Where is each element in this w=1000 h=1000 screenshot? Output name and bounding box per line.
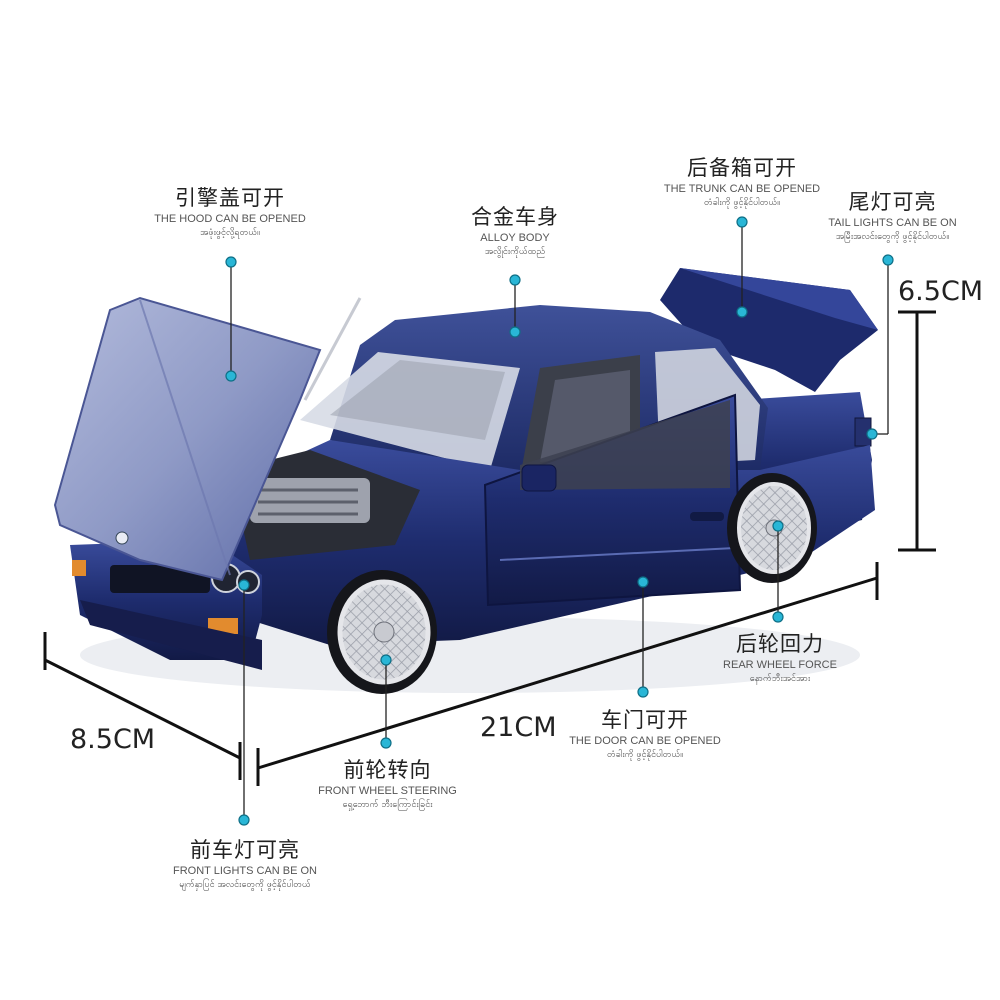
tail-lights-subtitle: TAIL LIGHTS CAN BE ON: [828, 217, 957, 230]
body-caption: အလွိုင်းကိုယ်ထည်: [484, 246, 546, 257]
door-title: 车门可开: [601, 708, 689, 732]
front-light-dot-end: [238, 814, 250, 826]
door-subtitle: THE DOOR CAN BE OPENED: [569, 735, 721, 748]
trunk-dot: [736, 216, 748, 228]
door-caption: တံခါးကို ဖွင့်နိုင်ပါတယ်။: [606, 749, 684, 760]
car-model: [53, 268, 878, 694]
front-wheel-title: 前轮转向: [343, 758, 432, 782]
door-callout: 车门可开 THE DOOR CAN BE OPENED တံခါးကို ဖွင…: [550, 708, 740, 760]
body-callout: 合金车身 ALLOY BODY အလွိုင်းကိုယ်ထည်: [435, 205, 595, 257]
tail-lights-title: 尾灯可亮: [848, 190, 937, 214]
door-dot: [637, 576, 649, 588]
front-wheel-subtitle: FRONT WHEEL STEERING: [318, 785, 457, 798]
hood-callout: 引擎盖可开 THE HOOD CAN BE OPENED အဖုံးဖွင့်လ…: [130, 186, 330, 238]
trunk-callout: 后备箱可开 THE TRUNK CAN BE OPENED တံခါးကို ဖ…: [652, 156, 832, 208]
leader-lines: [230, 222, 889, 820]
rear-wheel-title: 后轮回力: [736, 632, 824, 656]
hood-strut: [303, 297, 362, 401]
tail-dot-end: [866, 428, 878, 440]
front-wheel-dot: [380, 654, 392, 666]
door-handle: [690, 512, 724, 521]
tail-lights-caption: အမြီးအလင်းတွေကို ဖွင့်နိုင်ပါတယ်။: [835, 231, 950, 242]
width-line: [44, 658, 241, 760]
side-mirror: [521, 464, 557, 492]
open-hood: [53, 296, 322, 582]
body-dot: [509, 274, 521, 286]
rear-wheel-dot-end: [772, 611, 784, 623]
hood-title: 引擎盖可开: [175, 186, 285, 210]
body-dot-end: [509, 326, 521, 338]
dimension-lines: [43, 310, 936, 786]
rear-wheel-callout: 后轮回力 REAR WHEEL FORCE နောက်ဘီးအင်အား: [700, 632, 860, 684]
front-wheel-dot-end: [380, 737, 392, 749]
rear-wheel-dot: [772, 520, 784, 532]
door-dot-end: [637, 686, 649, 698]
length-dimension-label: 21CM: [480, 712, 557, 743]
hood-caption: အဖုံးဖွင့်လို့ရတယ်။: [200, 227, 260, 238]
hood-dot: [225, 256, 237, 268]
callout-dots: [225, 216, 894, 826]
front-wheel-caption: ရှေ့ဘောက် ဘီးကြောင်းခြင်း: [342, 799, 433, 810]
width-dimension-label: 8.5CM: [70, 724, 156, 755]
rear-wheel: [727, 473, 817, 583]
length-line: [257, 576, 878, 770]
front-lights-callout: 前车灯可亮 FRONT LIGHTS CAN BE ON မျက်နှာပြင်…: [140, 838, 350, 890]
trunk-dot-end: [736, 306, 748, 318]
front-wheel-callout: 前轮转向 FRONT WHEEL STEERING ရှေ့ဘောက် ဘီးက…: [295, 758, 480, 810]
hood-dot-end: [225, 370, 237, 382]
trunk-subtitle: THE TRUNK CAN BE OPENED: [663, 183, 821, 196]
trunk-caption: တံခါးကို ဖွင့်နိုင်ပါတယ်။: [703, 197, 781, 208]
body-title: 合金车身: [471, 205, 559, 229]
rear-wheel-subtitle: REAR WHEEL FORCE: [723, 659, 837, 672]
tail-lights-callout: 尾灯可亮 TAIL LIGHTS CAN BE ON အမြီးအလင်းတွေ…: [790, 190, 995, 242]
height-dimension-label: 6.5CM: [898, 276, 984, 307]
front-lights-subtitle: FRONT LIGHTS CAN BE ON: [172, 865, 318, 878]
front-bumper: [80, 600, 262, 670]
body-subtitle: ALLOY BODY: [480, 232, 550, 245]
hood-subtitle: THE HOOD CAN BE OPENED: [154, 213, 306, 226]
front-lights-title: 前车灯可亮: [190, 838, 300, 862]
tail-dot: [882, 254, 894, 266]
front-lights-caption: မျက်နှာပြင် အလင်းတွေကို ဖွင့်နိုင်ပါတယ်: [179, 879, 311, 890]
bmw-badge: [115, 531, 129, 545]
trunk-title: 后备箱可开: [687, 156, 797, 180]
front-wheel: [327, 570, 437, 694]
ground-shadow: [80, 617, 860, 693]
front-light-dot: [238, 579, 250, 591]
rear-wheel-caption: နောက်ဘီးအင်အား: [749, 673, 811, 684]
